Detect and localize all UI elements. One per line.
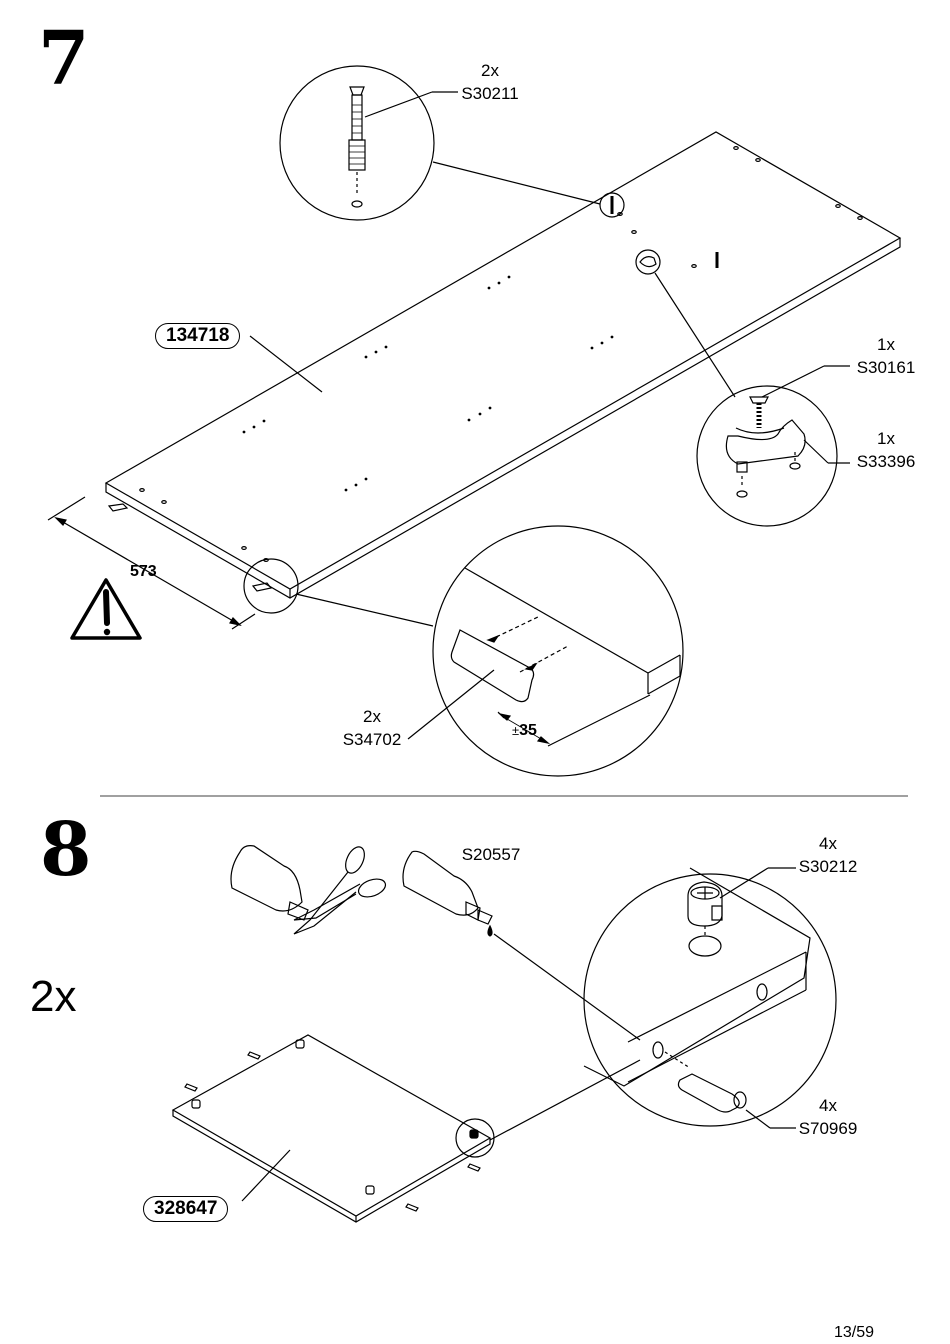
- step-number-7: 7: [38, 16, 89, 102]
- page-number: 13/59: [834, 1324, 875, 1341]
- detail-circle-cam-dowel: [583, 867, 837, 1129]
- detail-dimension: ±35: [512, 722, 537, 739]
- callout-bottom-qty: 2x: [363, 707, 381, 726]
- part-number-134718: 134718: [155, 323, 241, 349]
- callout-right-a-qty: 1x: [877, 335, 895, 354]
- callout-dowel-code: S70969: [798, 1119, 858, 1138]
- scissors-icon: [293, 846, 387, 935]
- glue-code: S20557: [461, 845, 521, 864]
- dimension-label: 573: [130, 563, 157, 580]
- repeat-count: 2x: [30, 972, 77, 1021]
- detail-circle-clip: [654, 272, 850, 527]
- callout-top-code: S30211: [461, 84, 519, 103]
- board-134718: [104, 131, 902, 614]
- part-number-328647: 328647: [143, 1196, 229, 1222]
- glue-tube-cut-icon: [230, 845, 387, 935]
- callout-right-b-qty: 1x: [877, 429, 895, 448]
- callout-bottom-code: S34702: [342, 730, 402, 749]
- callout-cam-code: S30212: [798, 857, 858, 876]
- detail-circle-screw: [279, 65, 601, 221]
- callout-cam-qty: 4x: [819, 834, 837, 853]
- board-328647: [171, 1034, 641, 1223]
- callout-dowel-qty: 4x: [819, 1096, 837, 1115]
- callout-right-a-code: S30161: [856, 358, 916, 377]
- step-number-8: 8: [40, 807, 91, 893]
- dimension-573: [47, 496, 256, 630]
- glue-tube-icon: [402, 850, 641, 1041]
- detail-circle-clip-spacing: [295, 525, 684, 777]
- callout-right-b-code: S33396: [856, 452, 916, 471]
- callout-top-qty: 2x: [481, 61, 499, 80]
- warning-triangle-icon: [70, 578, 142, 640]
